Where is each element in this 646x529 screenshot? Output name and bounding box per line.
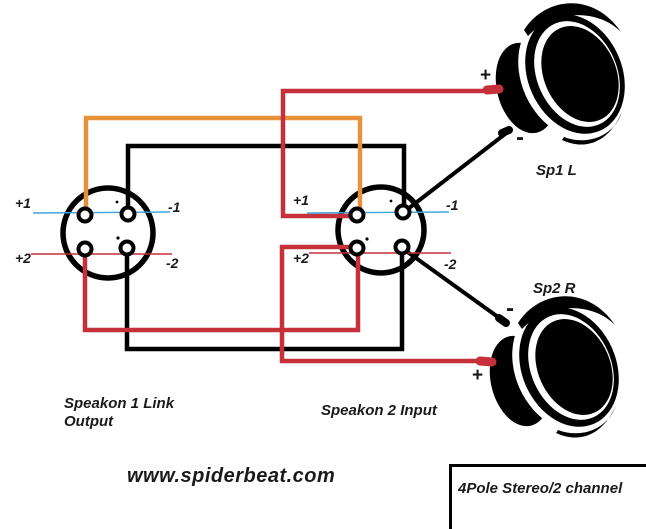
wire-minus1-link: [125, 143, 407, 215]
speakon1-keyway-mark-top: [115, 200, 119, 204]
wire-sp2-negative: [400, 246, 507, 324]
speakon1-keyway-mark-center: [116, 236, 120, 240]
speakon1-pin-plus2: [76, 240, 94, 258]
caption-text: 4Pole Stereo/2 channel: [458, 480, 623, 497]
speakon1-caption-line2: Output: [64, 412, 114, 430]
wire-sp2-positive: [279, 244, 480, 364]
speakon2-keyway-mark-top: [389, 199, 393, 203]
speakon1-label-minus2: -2: [166, 255, 179, 271]
speakon1-label-plus2: +2: [15, 250, 31, 266]
speaker2-icon: [480, 284, 642, 450]
speakon2-label-minus1: -1: [446, 197, 459, 213]
speakon2-pin-minus1: [394, 203, 412, 221]
speakon2-caption: Speakon 2 Input: [321, 402, 437, 419]
sp2-negative-terminal-cap: [495, 314, 510, 327]
sp1-positive-terminal-cap: [482, 84, 504, 95]
speakon2-label-plus2: +2: [293, 250, 309, 266]
speakon1-pin-plus1: [76, 206, 94, 224]
wire-sp1-positive: [280, 88, 489, 219]
speakon1-pin-minus1: [119, 205, 137, 223]
speaker1-name: Sp1 L: [536, 162, 577, 179]
sp2-plus-sign: +: [472, 365, 484, 386]
speakon1-pin-minus2: [118, 239, 136, 257]
speakon1-channel1-pointer-line: [32, 211, 171, 214]
speaker2-name: Sp2 R: [533, 280, 576, 297]
speakon2-pin-plus2: [348, 239, 366, 257]
sp1-negative-terminal-cap: [498, 126, 513, 137]
speakon2-connector-body: [335, 184, 427, 276]
sp1-minus-sign: -: [516, 124, 524, 151]
speakon1-caption: Speakon 1 Link Output: [64, 395, 174, 430]
speakon2-channel1-pointer-line: [306, 211, 450, 214]
speakon2-label-plus1: +1: [293, 192, 309, 208]
speakon2-label-minus2: -2: [444, 256, 457, 272]
speakon2-pin-minus2: [393, 238, 411, 256]
speakon1-connector-body: [60, 185, 156, 281]
speakon1-caption-line1: Speakon 1 Link: [64, 395, 175, 412]
wire-minus2-link: [124, 247, 405, 352]
wire-plus2-link: [82, 249, 361, 333]
sp1-plus-sign: +: [480, 65, 492, 86]
speakon2-keyway-mark-center: [365, 237, 369, 241]
speakon1-label-plus1: +1: [15, 195, 31, 211]
speakon1-label-minus1: -1: [168, 199, 181, 215]
sp2-minus-sign: -: [506, 295, 514, 322]
wire-sp1-negative: [402, 129, 511, 214]
wire-plus1-link: [83, 115, 363, 215]
sp2-positive-terminal-cap: [475, 356, 497, 367]
caption-box: 4Pole Stereo/2 channel: [449, 464, 646, 529]
speakon2-pin-plus1: [348, 206, 366, 224]
website-text: www.spiderbeat.com: [127, 465, 336, 487]
